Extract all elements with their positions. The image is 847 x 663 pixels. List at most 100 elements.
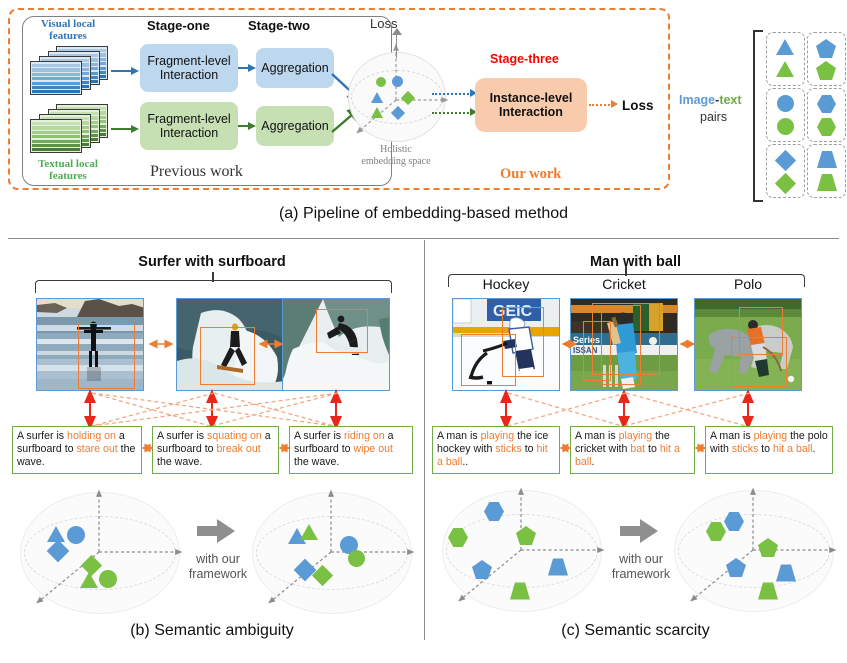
photo-polo[interactable] <box>694 298 802 391</box>
dotted-link-textual-to-instance <box>432 112 472 114</box>
sphere-shape-circle-blue <box>392 76 403 87</box>
block-label-line1: Instance-level <box>489 91 573 105</box>
block-fragment-level-interaction-visual[interactable]: Fragment-level Interaction <box>140 44 238 92</box>
emb-c-after-trapezoid-green <box>758 582 778 600</box>
block-label-line1: Aggregation <box>261 119 329 133</box>
pair-box-triangle <box>766 32 805 86</box>
caption-segment: the wave. <box>17 443 136 469</box>
pair-box-diamond <box>766 144 805 198</box>
emb-b-after-circle-green <box>348 550 365 567</box>
caption-segment: holding on <box>67 430 119 442</box>
panel-c-transition-label: with our framework <box>608 552 674 582</box>
emb-b-after-triangle-green <box>300 524 318 540</box>
visual-features-label: Visual local features <box>22 18 114 42</box>
block-fragment-level-interaction-textual[interactable]: Fragment-level Interaction <box>140 102 238 150</box>
transition-line1: with our <box>619 552 663 566</box>
image-text-legend-label: Image-text <box>679 93 742 107</box>
pair-box-hexagon <box>807 88 846 142</box>
arrow-visual-to-fragment-head <box>131 66 139 75</box>
photo-surfer-2[interactable] <box>176 298 284 391</box>
caption-segment: A surfer is <box>157 430 208 442</box>
stage-three-label: Stage-three <box>490 52 559 66</box>
dotted-link-visual-to-instance <box>432 93 472 95</box>
caption-segment: A surfer is <box>17 430 68 442</box>
photo-surfer-3-art <box>283 299 389 390</box>
caption-segment: squating on <box>207 430 262 442</box>
caption-segment: a surfboard to <box>157 430 271 456</box>
block-instance-level-interaction[interactable]: Instance-level Interaction <box>475 78 587 132</box>
textual-features-label: Textual local features <box>22 158 114 182</box>
emb-c-before-trapezoid-green <box>510 582 530 600</box>
bbox-surfer-2 <box>200 327 255 385</box>
caption-segment: a surfboard to <box>17 430 125 456</box>
block-aggregation-textual[interactable]: Aggregation <box>256 106 334 146</box>
shape-hexagon-green <box>817 118 836 136</box>
photo-surfer-1[interactable] <box>36 298 144 391</box>
pair-box-circle <box>766 88 805 142</box>
panel-a-pipeline: Visual local features <box>0 0 847 228</box>
text-box-surfer-3[interactable]: A surfer is riding on a surfboard to wip… <box>289 426 413 474</box>
shape-triangle-blue <box>776 39 794 55</box>
text-box-cricket[interactable]: A man is playing the cricket with bat to… <box>570 426 695 474</box>
panel-c-subtitle-hockey: Hockey <box>482 276 530 292</box>
text-box-polo[interactable]: A man is playing the polo with sticks to… <box>705 426 833 474</box>
bbox-surfer-3 <box>316 309 368 353</box>
embedding-axes <box>356 43 449 134</box>
holistic-line1: Holistic <box>380 144 412 155</box>
emb-b-before-triangle-blue <box>47 526 65 542</box>
our-work-region <box>8 8 670 190</box>
arrow-textual-to-fragment-head <box>131 124 139 133</box>
transition-line2: framework <box>611 567 671 581</box>
panel-c-embedding-before-axes <box>458 487 605 602</box>
caption-segments-b1: A surfer is squating on a surfboard to b… <box>157 430 271 468</box>
shape-circle-green <box>777 118 794 135</box>
photo-cricket[interactable]: Series ISSAN <box>570 298 678 391</box>
text-box-hockey[interactable]: A man is playing the ice hockey with sti… <box>432 426 560 474</box>
emb-c-before-hexagon-green <box>448 528 468 547</box>
visual-features-label-line2: features <box>49 30 87 42</box>
caption-segment: break out <box>216 443 261 456</box>
block-aggregation-visual[interactable]: Aggregation <box>256 48 334 88</box>
sphere-shape-triangle-blue <box>371 92 383 103</box>
bbox-polo-horse <box>731 337 787 387</box>
panel-c-subtitle-polo: Polo <box>733 276 763 292</box>
bbox-surfer-1 <box>78 323 135 389</box>
panel-c-group-title: Man with ball <box>589 254 682 270</box>
caption-segment: the polo with <box>710 430 828 456</box>
panel-b-transition-arrow-icon <box>197 519 235 543</box>
bbox-hockey-player <box>502 307 544 377</box>
bi-arrow-text-1-2 <box>141 443 154 453</box>
bi-arrow-photos-c-1-2 <box>561 339 578 349</box>
holistic-line2: embedding space <box>361 156 431 167</box>
caption-segment: hit a ball <box>773 443 813 456</box>
bi-arrow-photos-c-2-3 <box>679 339 696 349</box>
stage-two-label: Stage-two <box>248 18 311 33</box>
block-label-line1: Fragment-level <box>147 54 231 68</box>
caption-segments-c2: A man is playing the polo with sticks to… <box>710 430 828 455</box>
legend-pairs-word: pairs <box>700 110 728 124</box>
emb-c-after-pentagon-green <box>758 538 778 557</box>
shape-trapezoid-blue <box>817 151 837 168</box>
photo-hockey[interactable]: GEIC <box>452 298 560 391</box>
caption-segments-c0: A man is playing the ice hockey with sti… <box>437 430 548 468</box>
photo-surfer-3[interactable] <box>282 298 390 391</box>
caption-segment: playing <box>480 430 515 442</box>
text-box-surfer-2[interactable]: A surfer is squating on a surfboard to b… <box>152 426 279 474</box>
photo-surfer-2-art <box>177 299 283 390</box>
bi-arrow-text-2-3 <box>278 443 291 453</box>
text-box-surfer-1[interactable]: A surfer is holding on a surfboard to st… <box>12 426 142 474</box>
holistic-embedding-space-label: Holistic embedding space <box>340 144 452 168</box>
panel-b-group-title: Surfer with surfboard <box>138 254 286 270</box>
caption-segment: . <box>812 443 816 456</box>
our-work-label: Our work <box>500 166 562 182</box>
loss-axis-stem <box>395 32 398 58</box>
panel-b-crosslinks <box>84 389 342 430</box>
caption-segment: A man is <box>437 430 481 442</box>
emb-b-before-circle-green <box>99 570 117 588</box>
bi-arrow-photos-2-3 <box>258 339 284 349</box>
caption-segment: to <box>521 443 537 456</box>
bbox-hockey-stick <box>461 334 516 386</box>
bi-arrow-text-c-2-3 <box>694 443 707 453</box>
shape-hexagon-blue <box>817 95 836 113</box>
shape-pentagon-green <box>816 61 836 80</box>
